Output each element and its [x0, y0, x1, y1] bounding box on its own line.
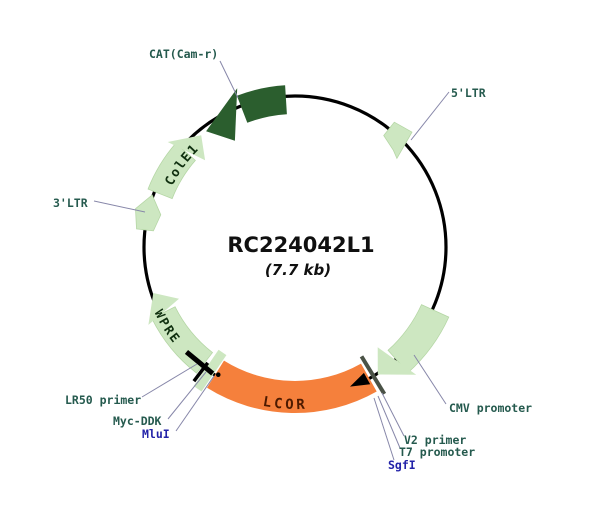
feature-labels: CAT(Cam-r) 5'LTR 3'LTR LR50 primer Myc-D…	[53, 47, 532, 472]
cmv-promoter-arrow	[387, 304, 450, 374]
sgfi-leader-line	[373, 397, 395, 461]
lr50-leader-line	[141, 363, 198, 398]
mlui-site-dot	[215, 372, 221, 378]
v2-leader-line	[381, 392, 405, 437]
cole1-arrow-head	[167, 135, 206, 161]
transcription-direction-arrow	[350, 372, 371, 387]
cat-camr-arrow-head	[206, 88, 238, 141]
sgfi-site-bar	[359, 355, 387, 396]
cmv-leader-line	[413, 354, 447, 405]
cmv-promoter-arrow-head	[377, 347, 417, 375]
myc-leader-line	[167, 371, 207, 420]
myc-label: Myc-DDK	[113, 414, 162, 428]
ltr5-label: 5'LTR	[451, 86, 486, 100]
wpre-arrow	[151, 306, 214, 374]
lcor-orf-arc-label: LCOR	[262, 394, 308, 413]
v2-label: V2 primer	[404, 433, 466, 447]
t7-leader-line	[377, 395, 401, 449]
t7-label: T7 promoter	[399, 445, 475, 459]
lr50-primer-tick-bar	[184, 350, 215, 376]
cmv-label: CMV promoter	[449, 401, 532, 415]
plasmid-title: RC224042L1	[227, 233, 374, 257]
cat-label: CAT(Cam-r)	[149, 47, 218, 61]
lcor-orf-arc	[207, 360, 377, 414]
ltr5-arrow	[383, 121, 413, 160]
wpre-arrow-head	[148, 293, 179, 325]
cat-leader-line	[219, 60, 239, 99]
ltr5-leader-line	[410, 91, 450, 141]
ltr3-leader-line	[93, 200, 146, 213]
sgfi-label: SgfI	[388, 458, 416, 472]
mlui-leader-line	[175, 375, 215, 432]
lr50-label: LR50 primer	[65, 393, 141, 407]
cole1-arrow	[147, 142, 196, 200]
plasmid-size-label: (7.7 kb)	[265, 261, 331, 279]
ltr3-arrow	[135, 194, 162, 232]
cat-camr-arrow	[236, 85, 287, 123]
mlui-label: MluI	[142, 427, 170, 441]
ltr3-label: 3'LTR	[53, 196, 88, 210]
leader-lines	[93, 60, 450, 461]
